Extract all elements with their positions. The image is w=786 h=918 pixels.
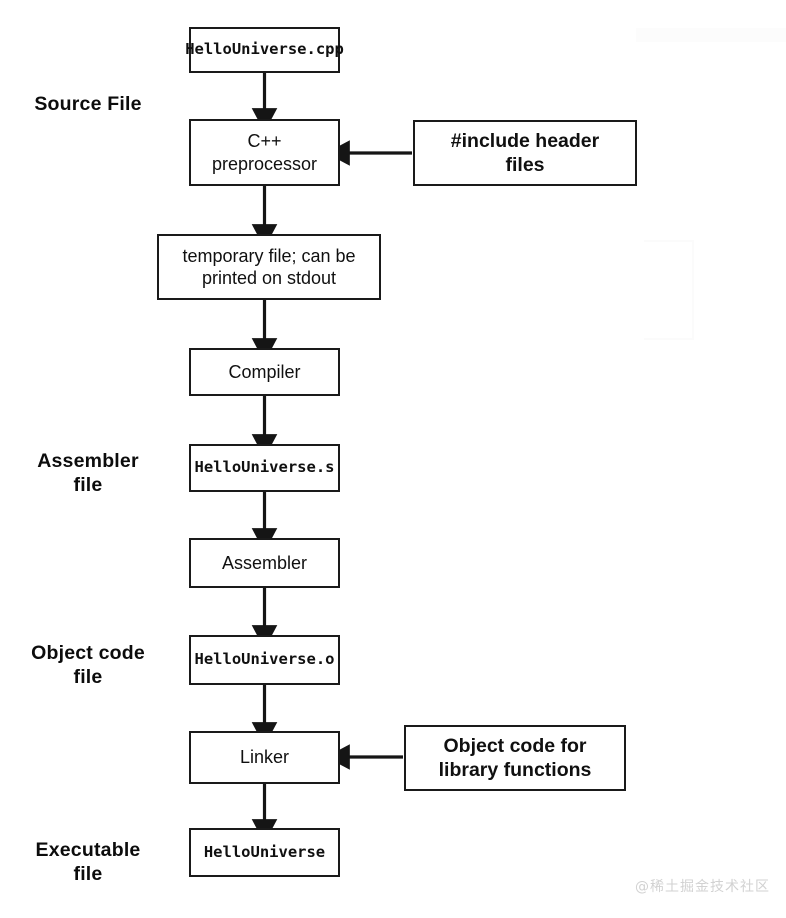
node-label: HelloUniverse — [203, 842, 326, 861]
node-include-header-files[interactable]: #include header files — [413, 120, 637, 186]
node-linker[interactable]: Linker — [189, 731, 340, 784]
node-label: Compiler — [228, 361, 301, 382]
side-label-executable-file: Executable file — [35, 839, 141, 885]
side-label-assembler-file: Assembler file — [37, 450, 139, 496]
node-label: Assembler — [221, 552, 308, 573]
node-hellouniverse-s[interactable]: HelloUniverse.s — [189, 444, 340, 492]
node-label: HelloUniverse.s — [194, 458, 335, 477]
node-compiler[interactable]: Compiler — [189, 348, 340, 396]
node-object-code-library[interactable]: Object code for library functions — [404, 725, 626, 791]
node-label: #include header files — [450, 129, 600, 176]
node-cpp-preprocessor[interactable]: C++ preprocessor — [189, 119, 340, 186]
node-hellouniverse-o[interactable]: HelloUniverse.o — [189, 635, 340, 685]
node-label: Linker — [239, 747, 290, 768]
node-hellouniverse[interactable]: HelloUniverse — [189, 828, 340, 877]
side-label-source-file: Source File — [34, 93, 142, 115]
node-label: HelloUniverse.o — [194, 650, 335, 669]
side-label-object-code-file: Object code file — [31, 642, 145, 688]
node-hellouniverse-cpp[interactable]: HelloUniverse.cpp — [185, 27, 344, 73]
node-label: temporary file; can be printed on stdout — [182, 245, 356, 289]
node-label: C++ preprocessor — [211, 131, 318, 174]
node-assembler[interactable]: Assembler — [189, 538, 340, 588]
node-label: Object code for library functions — [438, 734, 592, 781]
watermark: @稀土掘金技术社区 — [635, 879, 770, 895]
node-label: HelloUniverse.cpp — [185, 40, 344, 59]
node-temporary-file[interactable]: temporary file; can be printed on stdout — [157, 234, 381, 300]
